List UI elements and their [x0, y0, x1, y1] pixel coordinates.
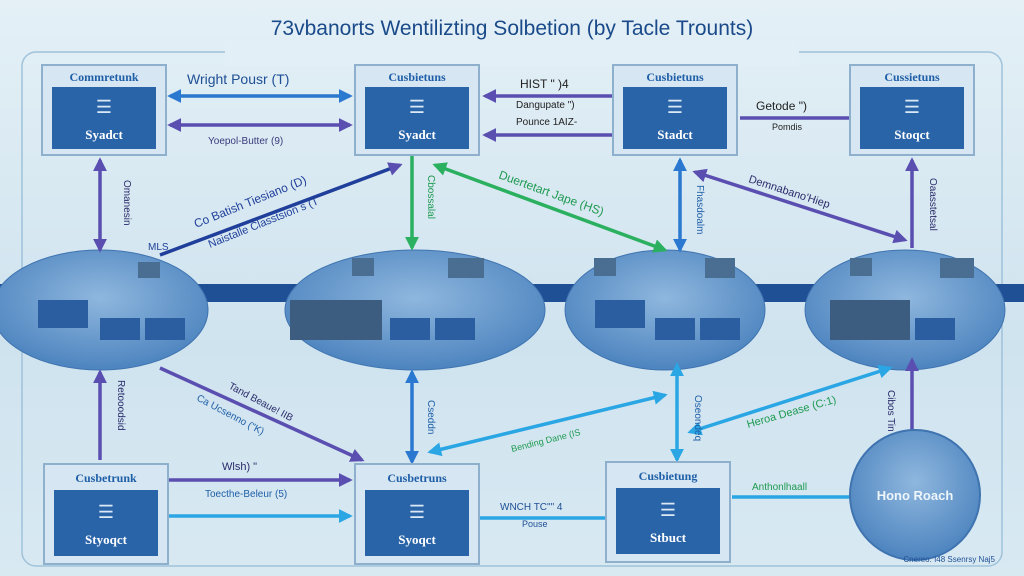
monitor-icon [100, 318, 140, 340]
label: Cbossalal [425, 175, 436, 219]
database-icon: ☰ [409, 97, 425, 117]
arrow [159, 162, 403, 257]
box-title: Commretunk [69, 70, 138, 84]
network-node [564, 249, 766, 371]
database-icon: ☰ [904, 97, 920, 117]
label: Oseondeq [692, 395, 703, 441]
device-icon [448, 258, 484, 278]
arrow [427, 390, 668, 457]
top-box-4[interactable]: Cussietuns ☰ Stoqct [849, 64, 975, 156]
title-backdrop [225, 40, 799, 66]
label: Yoepol-Butter (9) [208, 136, 283, 147]
label: Pomdis [772, 122, 803, 132]
box-title: Cusbetruns [387, 471, 447, 485]
label: Dangupate ") [516, 100, 575, 111]
arrow [687, 364, 893, 436]
label: Retooodsid [115, 380, 126, 431]
monitor-icon [700, 318, 740, 340]
top-box-3[interactable]: Cusbietuns ☰ Stadct [612, 64, 738, 156]
box-title: Cusbietuns [388, 70, 446, 84]
top-box-2[interactable]: Cusbietuns ☰ Syadct [354, 64, 480, 156]
label: Fhasdoalm [694, 185, 705, 234]
server-icon [595, 300, 645, 328]
arrow [692, 168, 908, 244]
box-label: Stbuct [650, 530, 687, 545]
label: Getode ") [756, 99, 807, 113]
end-node[interactable]: Hono Roach [849, 429, 981, 561]
label: Wright Pousr (T) [187, 71, 289, 87]
arrow [432, 162, 668, 253]
label: Omanesin [121, 180, 132, 226]
label: Wlsh) " [222, 461, 257, 473]
database-icon: ☰ [667, 97, 683, 117]
diagram-title: 73vbanorts Wentilizting Solbetion (by Ta… [271, 17, 753, 40]
server-rack-icon [290, 300, 382, 340]
label: Cibos Tin [885, 390, 896, 432]
network-node [284, 249, 546, 371]
label: Pouse [522, 519, 548, 529]
bottom-box-3[interactable]: Cusbietung ☰ Stbuct [605, 461, 731, 563]
box-title: Cusbetrunk [75, 471, 137, 485]
database-icon: ☰ [660, 500, 676, 520]
label: Cseddn [425, 400, 436, 434]
box-label: Stadct [657, 127, 693, 142]
server-rack-icon [830, 300, 910, 340]
device-icon [594, 258, 616, 276]
device-icon [352, 258, 374, 276]
top-box-1[interactable]: Commretunk ☰ Syadct [41, 64, 167, 156]
label: Oaasstetsal [927, 178, 938, 231]
device-icon [940, 258, 974, 278]
box-title: Cusbietung [639, 469, 698, 483]
box-label: Syadct [85, 127, 123, 142]
database-icon: ☰ [96, 97, 112, 117]
box-label: Styoqct [85, 532, 128, 547]
end-node-label: Hono Roach [877, 488, 954, 503]
network-node [0, 249, 209, 371]
server-icon [38, 300, 88, 328]
monitor-icon [145, 318, 185, 340]
footnote: Cnereo. I48 Ssenrsy Naj5 [903, 555, 995, 564]
device-icon [705, 258, 735, 278]
bottom-box-1[interactable]: Cusbetrunk ☰ Styoqct [43, 463, 169, 565]
arrow [159, 366, 365, 462]
bottom-box-2[interactable]: Cusbetruns ☰ Syoqct [354, 463, 480, 565]
label: Anthonlhaall [752, 482, 807, 493]
monitor-icon [390, 318, 430, 340]
label: Toecthe-Beleur (5) [205, 489, 287, 500]
label: WNCH TC"" 4 [500, 502, 563, 513]
box-title: Cusbietuns [646, 70, 704, 84]
box-label: Syoqct [398, 532, 436, 547]
label: Pounce 1AIZ- [516, 117, 577, 128]
label: HIST " )4 [520, 77, 569, 91]
monitor-icon [655, 318, 695, 340]
box-label: Stoqct [894, 127, 930, 142]
box-title: Cussietuns [884, 70, 940, 84]
monitor-icon [915, 318, 955, 340]
network-node [804, 249, 1006, 371]
device-icon [138, 262, 160, 278]
box-label: Syadct [398, 127, 436, 142]
database-icon: ☰ [409, 502, 425, 522]
device-icon [850, 258, 872, 276]
monitor-icon [435, 318, 475, 340]
connections [93, 89, 919, 523]
database-icon: ☰ [98, 502, 114, 522]
label: MLS [148, 242, 169, 253]
